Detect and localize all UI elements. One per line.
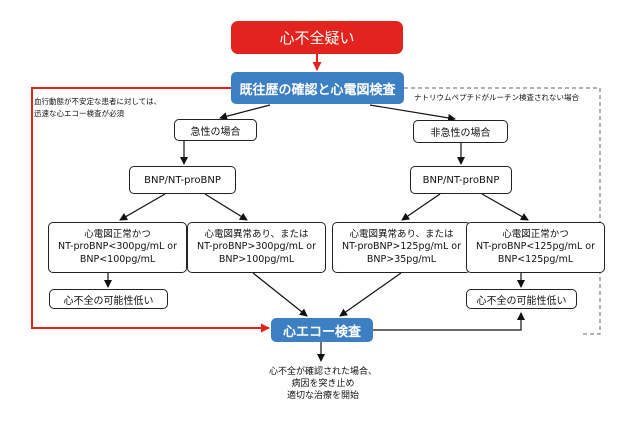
chronic-node: 非急性の場合: [413, 120, 508, 143]
peptide-not-routine-note: ナトリウムペプチドがルーチン検査されない場合: [414, 93, 579, 102]
acute-node: 急性の場合: [174, 119, 257, 141]
low-probability-right: 心不全の可能性低い: [466, 289, 577, 309]
final-line-2: 病因を突き止め: [291, 379, 355, 389]
box1-line-2: NT-proBNP<300pg/mL or: [58, 241, 177, 253]
arrow-box2-to-echo: [252, 272, 308, 317]
low-probability-left: 心不全の可能性低い: [49, 289, 168, 309]
final-line-1: 心不全が確認された場合、: [268, 367, 377, 377]
note-left-line-1: 血行動態が不安定な患者に対しては、: [34, 97, 162, 106]
box2-line-2: NT-proBNP>300pg/mL or: [197, 241, 316, 253]
box4-line-2: NT-proBNP<125pg/mL or: [476, 241, 595, 253]
start-node: 心不全疑い: [231, 21, 403, 54]
criteria-box-3: 心電図異常あり、または NT-proBNP>125pg/mL or BNP>35…: [332, 222, 471, 273]
box4-line-1: 心電図正常かつ: [502, 228, 569, 240]
criteria-box-1: 心電図正常かつ NT-proBNP<300pg/mL or BNP<100pg/…: [48, 222, 187, 273]
unstable-patient-note: 血行動態が不安定な患者に対しては、 迅速な心エコー検査が必須: [34, 96, 161, 120]
box3-line-1: 心電図異常あり、または: [349, 228, 454, 240]
box1-line-1: 心電図正常かつ: [84, 228, 151, 240]
criteria-box-4: 心電図正常かつ NT-proBNP<125pg/mL or BNP<125pg/…: [466, 222, 605, 273]
arrow-history-to-acute: [219, 104, 271, 121]
arrow-bnp-right-to-box4: [481, 193, 529, 221]
box2-line-3: BNP>100pg/mL: [218, 253, 295, 265]
echo-node: 心エコー検査: [271, 318, 373, 342]
box3-line-3: BNP>35pg/mL: [366, 253, 437, 265]
dashed-bypass-right: [404, 87, 601, 335]
arrow-echo-to-low-right: [373, 312, 525, 331]
box3-line-2: NT-proBNP>125pg/mL or: [342, 241, 461, 253]
history-ecg-node: 既往歴の確認と心電図検査: [231, 72, 404, 104]
red-bypass-to-echo: [31, 87, 270, 333]
box2-line-1: 心電図異常あり、または: [204, 228, 309, 240]
box4-line-3: BNP<125pg/mL: [497, 253, 574, 265]
bnp-right-node: BNP/NT-proBNP: [410, 166, 512, 194]
note-left-line-2: 迅速な心エコー検査が必須: [34, 109, 124, 118]
box1-line-3: BNP<100pg/mL: [79, 253, 156, 265]
criteria-box-2: 心電図異常あり、または NT-proBNP>300pg/mL or BNP>10…: [187, 222, 326, 273]
arrow-bnp-left-to-box2: [204, 193, 248, 221]
final-outcome-text: 心不全が確認された場合、 病因を突き止め 適切な治療を開始: [248, 366, 398, 402]
bnp-left-node: BNP/NT-proBNP: [129, 166, 236, 194]
arrow-box3-to-echo: [339, 272, 402, 317]
arrow-bnp-right-to-box3: [401, 193, 441, 221]
arrow-bnp-left-to-box1: [119, 193, 166, 221]
arrow-history-to-chronic: [369, 104, 456, 122]
final-line-3: 適切な治療を開始: [286, 391, 359, 401]
